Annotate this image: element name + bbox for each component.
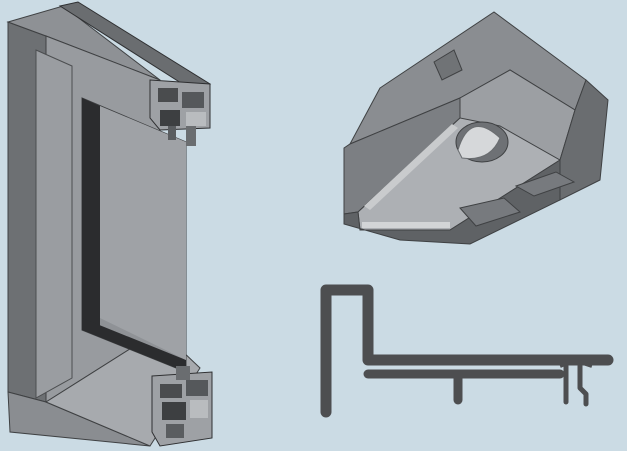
- bottom-profile-clip: [176, 366, 190, 380]
- bottom-profile-slot-4: [190, 400, 208, 418]
- top-profile-slot-4: [186, 112, 206, 126]
- profile-clip-hook: [559, 358, 593, 368]
- bottom-profile-slot-5: [166, 424, 184, 438]
- top-profile-slot-3: [160, 110, 180, 126]
- connector-dome: [457, 126, 501, 160]
- top-profile-fin-2: [186, 126, 196, 146]
- connector-right-tab: [514, 171, 576, 197]
- bottom-profile-slot-3: [162, 402, 186, 420]
- top-sash-profile: [58, 1, 212, 146]
- glass-bottom-dark-border: [82, 318, 186, 372]
- connector-lower-tab: [459, 197, 521, 227]
- bottom-profile-slot-2: [186, 380, 208, 396]
- profile-cross-section: [320, 284, 614, 418]
- bottom-profile-slot-1: [160, 384, 182, 398]
- profile-clip-right: [577, 363, 589, 407]
- corner-connector-illustration: [343, 11, 609, 245]
- glass-inner-dark-border: [82, 98, 100, 336]
- bottom-sash-profile: [151, 366, 213, 447]
- frame-front-left-band: [35, 49, 73, 399]
- top-profile-slot-1: [158, 88, 178, 102]
- window-frame-illustration: [6, 1, 213, 447]
- top-profile-slot-2: [182, 92, 204, 108]
- glass-highlight: [100, 106, 186, 360]
- connector-top-tab: [433, 49, 463, 81]
- connector-floor-rail: [364, 124, 458, 210]
- profile-outline: [320, 284, 614, 418]
- top-profile-fin: [168, 126, 176, 140]
- connector-floor-rail-2: [362, 222, 450, 228]
